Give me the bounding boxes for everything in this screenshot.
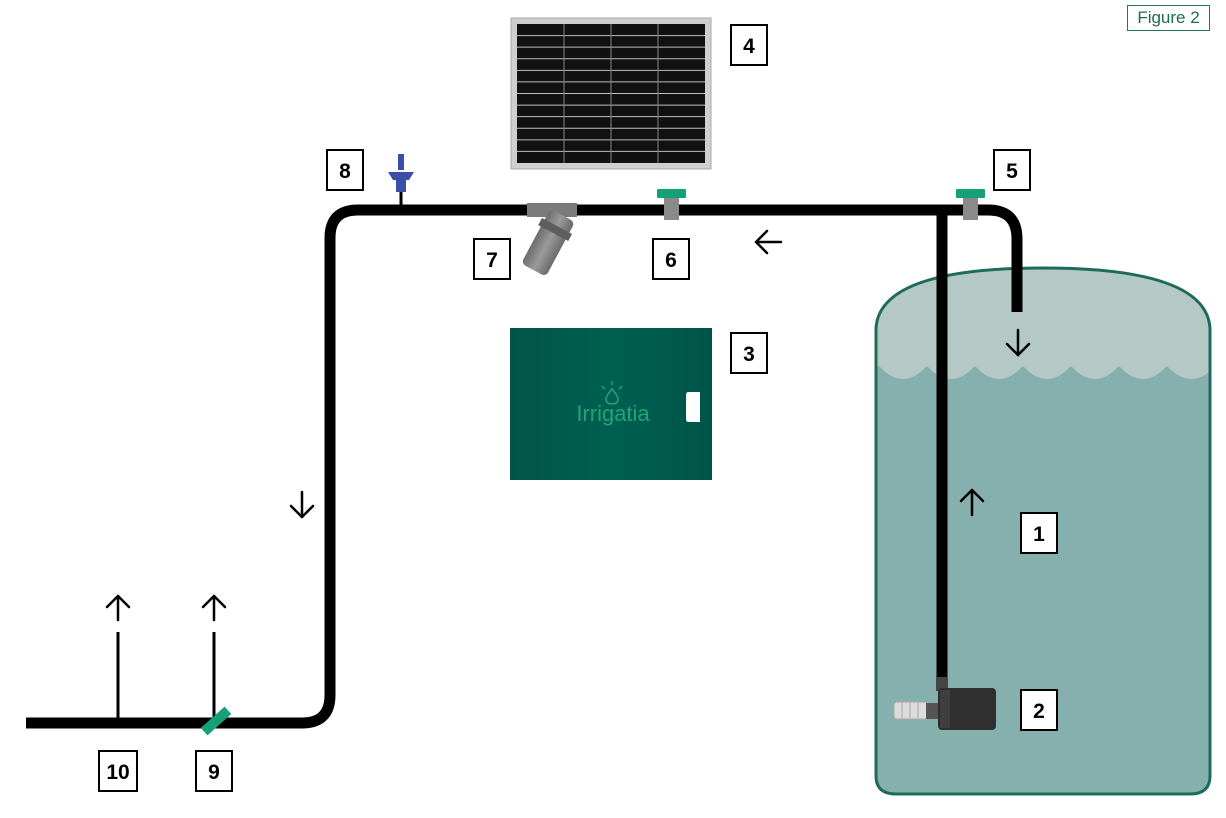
callout-6: 6 — [652, 238, 690, 280]
arrow-left — [754, 229, 783, 255]
callout-3: 3 — [730, 332, 768, 374]
callout-7: 7 — [473, 238, 511, 280]
svg-text:1: 1 — [1033, 523, 1045, 546]
svg-text:10: 10 — [106, 761, 129, 784]
svg-text:3: 3 — [743, 343, 755, 366]
callout-9: 9 — [195, 750, 233, 792]
flow-arrows — [105, 229, 1031, 622]
solar-panel — [510, 17, 712, 170]
svg-text:6: 6 — [665, 249, 677, 272]
main-pipe — [26, 204, 1023, 729]
arrow-up-branch-1 — [105, 594, 131, 622]
valve-5 — [956, 189, 985, 220]
filter — [522, 203, 577, 275]
svg-text:7: 7 — [486, 249, 498, 272]
dripper-8-icon — [388, 154, 414, 208]
svg-text:9: 9 — [208, 761, 220, 784]
figure-label: Figure 2 — [1127, 5, 1210, 31]
droplet-logo-icon — [601, 381, 623, 405]
svg-text:2: 2 — [1033, 700, 1045, 723]
callout-5: 5 — [993, 149, 1031, 191]
arrow-down-pipe — [289, 490, 315, 519]
svg-text:5: 5 — [1006, 160, 1018, 183]
connector-9 — [200, 706, 232, 736]
callout-10: 10 — [98, 750, 138, 792]
branch-lines — [116, 632, 216, 723]
arrow-down-tank-inlet — [1005, 328, 1031, 357]
pump — [893, 677, 996, 730]
arrow-up-tank — [959, 488, 985, 517]
valve-6 — [657, 189, 686, 220]
controller-box: Irrigatia — [510, 328, 712, 480]
callout-2: 2 — [1020, 689, 1058, 731]
callout-8: 8 — [326, 149, 364, 191]
svg-text:8: 8 — [339, 160, 351, 183]
callout-1: 1 — [1020, 512, 1058, 554]
callout-4: 4 — [730, 24, 768, 66]
arrow-up-branch-2 — [201, 594, 227, 622]
svg-text:4: 4 — [743, 35, 755, 58]
controller-brand-text: Irrigatia — [576, 401, 650, 426]
